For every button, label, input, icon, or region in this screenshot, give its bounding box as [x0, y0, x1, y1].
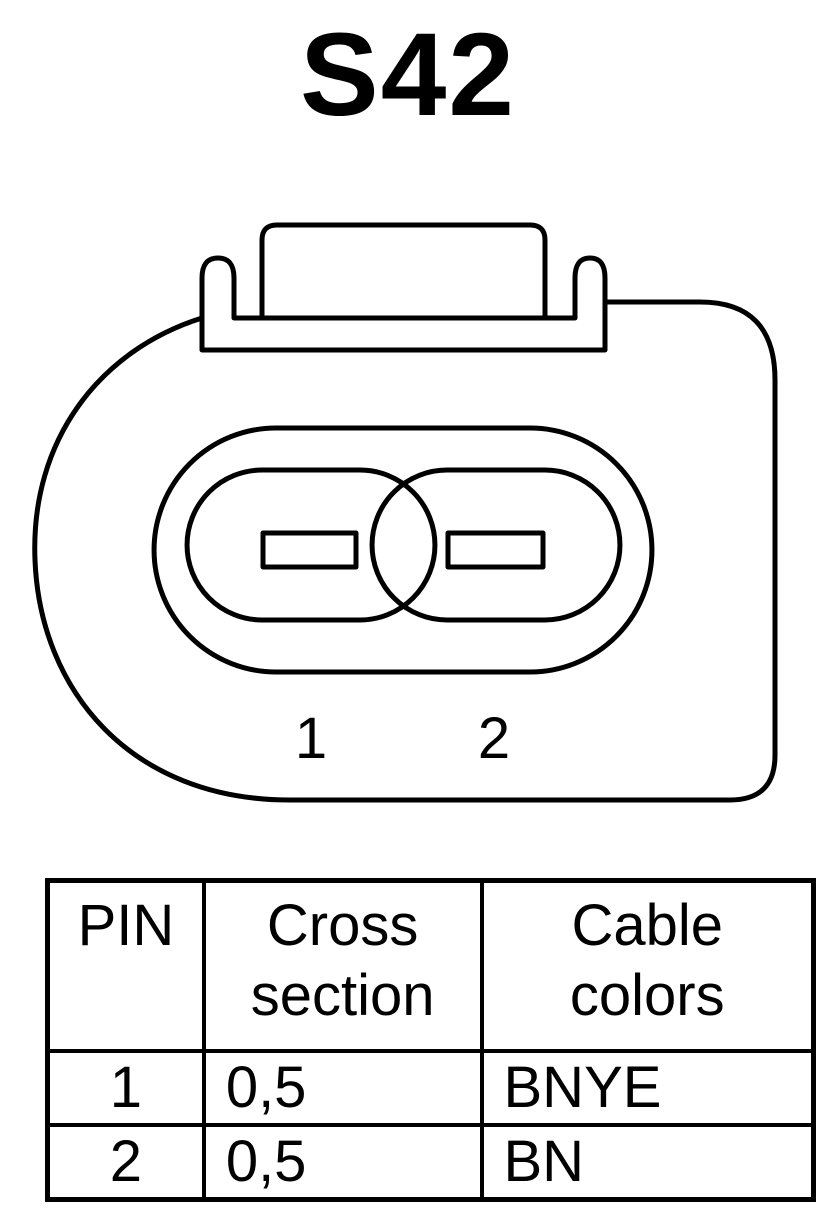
pin-assignment-table: PIN Cross section Cable colors 1 0,5 BNY… — [45, 878, 816, 1202]
pin-2-socket — [369, 467, 623, 623]
latch-tab-outline — [199, 222, 608, 353]
pin-1-contact — [260, 530, 359, 570]
cell-pin: 2 — [45, 1123, 206, 1202]
header-cross-section: Cross section — [201, 878, 484, 1053]
pin-2-label: 2 — [478, 706, 510, 771]
cell-cable-color: BN — [479, 1123, 816, 1202]
pin-2-contact — [445, 530, 546, 570]
header-pin: PIN — [45, 878, 206, 1053]
pin-1-label: 1 — [295, 706, 327, 771]
connector-title: S42 — [300, 9, 516, 141]
cell-cable-color: BNYE — [479, 1049, 816, 1127]
cell-cross-section: 0,5 — [201, 1049, 484, 1127]
table-header-row: PIN Cross section Cable colors — [45, 878, 816, 1053]
header-cable-colors: Cable colors — [479, 878, 816, 1053]
connector-housing-outline — [32, 299, 778, 803]
cell-pin: 1 — [45, 1049, 206, 1127]
table-row: 2 0,5 BN — [45, 1123, 816, 1202]
connector-diagram: 1 2 — [32, 222, 778, 803]
cell-cross-section: 0,5 — [201, 1123, 484, 1202]
table-row: 1 0,5 BNYE — [45, 1049, 816, 1127]
pin-cavity-outline — [151, 425, 655, 675]
pin-1-socket — [184, 467, 438, 623]
